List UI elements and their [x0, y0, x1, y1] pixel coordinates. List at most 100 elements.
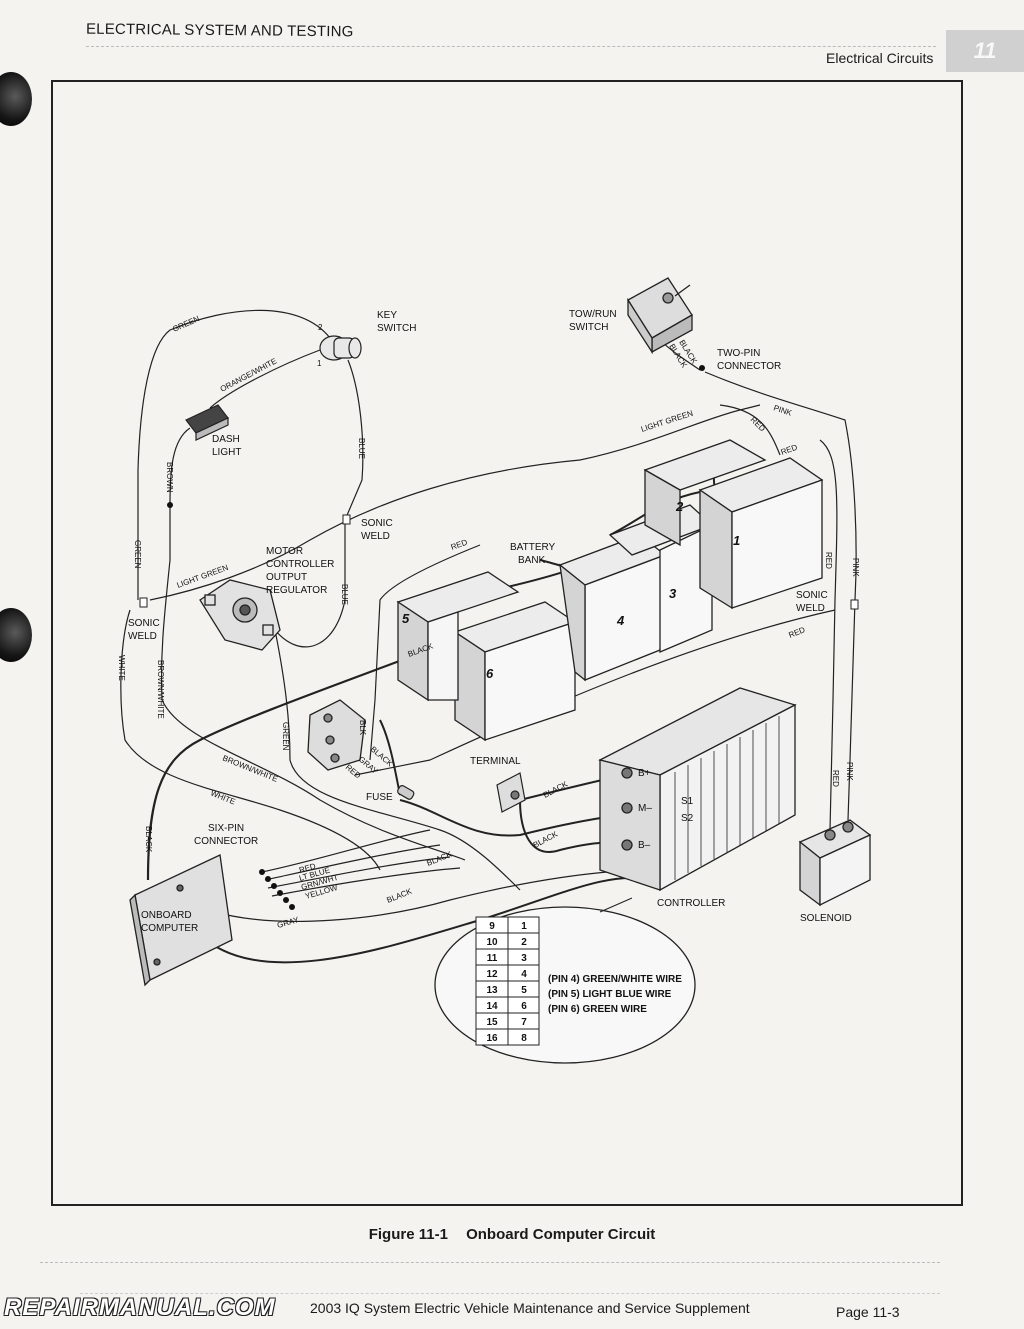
footer-rule [40, 1262, 940, 1263]
dash-light-label-1: DASH [212, 434, 240, 445]
motor-controller-regulator-icon [199, 579, 281, 651]
tow-run-label-2: SWITCH [569, 322, 608, 333]
controller-label: CONTROLLER [657, 898, 725, 909]
pin-cell-8: 8 [521, 1033, 527, 1044]
wire-label-black-bottom: BLACK [385, 886, 413, 904]
tow-run-switch-icon [627, 277, 693, 355]
wire-brown-white [161, 699, 466, 861]
battery-2 [643, 439, 767, 547]
two-pin-label-1: TWO-PIN [717, 348, 760, 359]
tow-run-label-1: TOW/RUN [569, 309, 617, 320]
wire-bundle-yellow [271, 867, 461, 897]
wire-label-gray-bottom: GRAY [276, 915, 300, 930]
wire-red-left [369, 544, 481, 761]
wire-label-white-mid: WHITE [209, 789, 236, 807]
wire-label-green-lower: GREEN [281, 722, 290, 751]
watermark: REPAIRMANUAL.COM [4, 1294, 276, 1321]
wire-label-pink-top: PINK [772, 403, 793, 418]
pin-cell-7: 7 [521, 1017, 527, 1028]
sonic-weld-top-icon [342, 514, 351, 525]
figure-caption: Figure 11-1 Onboard Computer Circuit [0, 1226, 1024, 1243]
wire-brown [160, 427, 191, 701]
battery-4-number: 4 [616, 613, 625, 628]
battery-1 [698, 457, 824, 610]
sonic-weld-right-icon [850, 599, 859, 610]
terminal-m-minus: M– [638, 803, 652, 814]
wire-green-lower [274, 629, 521, 891]
wire-red-main [819, 439, 838, 831]
battery-6 [453, 601, 577, 742]
wire-label-red-battery: RED [780, 443, 799, 457]
wire-label-black-left: BLACK [144, 826, 153, 853]
solenoid-icon [798, 819, 872, 907]
battery-2-number: 2 [675, 499, 684, 514]
wire-label-white-left: WHITE [117, 655, 126, 681]
pin-cell-11: 11 [487, 953, 498, 964]
battery-5 [396, 571, 520, 702]
chapter-tab: 11 [946, 30, 1024, 72]
pin-cell-9: 9 [489, 921, 495, 932]
wire-label-pink-mid: PINK [851, 558, 860, 577]
sonic-weld-top-label-2: WELD [361, 531, 390, 542]
onboard-computer-label-1: ONBOARD [141, 910, 192, 921]
battery-4 [558, 534, 667, 682]
wire-label-blk: BLK [358, 720, 367, 736]
wire-label-red-left: RED [450, 538, 469, 552]
onboard-computer-icon [129, 854, 233, 987]
wire-green-top [137, 309, 331, 600]
motor-controller-label-3: OUTPUT [266, 572, 307, 583]
wire-label-red-top: RED [749, 415, 767, 433]
page-number: Page 11-3 [836, 1304, 900, 1320]
wire-label-green-left: GREEN [133, 540, 142, 569]
pin-cell-16: 16 [486, 1033, 498, 1044]
sonic-weld-top-label-1: SONIC [361, 518, 393, 529]
pin-cell-12: 12 [486, 969, 498, 980]
wire-orange-white [209, 349, 321, 409]
key-pin-1: 1 [317, 359, 322, 368]
battery-6-number: 6 [486, 666, 494, 681]
battery-bank-label-1: BATTERY [510, 542, 556, 553]
wire-label-black-controller: BLACK [532, 829, 560, 850]
pin-cell-2: 2 [521, 937, 527, 948]
wire-label-black-fuse: BLACK [425, 849, 453, 867]
fuse-label: FUSE [366, 792, 393, 803]
wire-label-light-green-top: LIGHT GREEN [640, 409, 694, 434]
terminal-label: TERMINAL [470, 756, 521, 767]
wire-white [120, 609, 381, 871]
header-rule [86, 46, 936, 47]
pin-cell-10: 10 [486, 937, 498, 948]
wire-label-red-sonic: RED [787, 625, 806, 640]
fuse-block-icon [307, 699, 366, 771]
wire-red-sonic [354, 609, 836, 776]
battery-1-number: 1 [733, 533, 740, 548]
pin-cell-3: 3 [521, 953, 527, 964]
subsection-title: Electrical Circuits [826, 50, 934, 66]
wire-label-brown: BROWN [165, 462, 174, 493]
wire-light-green [149, 404, 761, 601]
pin-note-4: (PIN 4) GREEN/WHITE WIRE [548, 974, 682, 985]
motor-controller-label-2: CONTROLLER [266, 559, 334, 570]
pin-cell-13: 13 [486, 985, 498, 996]
terminal-s2: S2 [681, 813, 694, 824]
wire-black-bottom [199, 876, 653, 964]
terminal-s1: S1 [681, 796, 694, 807]
pin-cell-5: 5 [521, 985, 527, 996]
brown-wire-connector-dot [167, 502, 173, 508]
wire-label-red-right: RED [824, 552, 833, 569]
wire-label-pink-low: PINK [845, 762, 854, 781]
sonic-weld-left-icon [139, 597, 148, 608]
footer-rule-2 [80, 1293, 940, 1294]
wire-label-red-lower: RED [831, 770, 840, 787]
wire-label-brown-white-mid: BROWN/WHITE [221, 754, 279, 784]
sonic-weld-right-label-2: WELD [796, 603, 825, 614]
onboard-computer-label-2: COMPUTER [141, 923, 198, 934]
controller-icon [598, 687, 797, 892]
pin-table [475, 916, 540, 1046]
six-pin-connector-icon [259, 869, 295, 910]
six-pin-label-1: SIX-PIN [208, 823, 244, 834]
wire-bundle-ltblue [264, 844, 441, 881]
figure-frame [51, 80, 963, 1206]
wire-gray [214, 869, 651, 922]
fuse-icon [397, 785, 415, 800]
